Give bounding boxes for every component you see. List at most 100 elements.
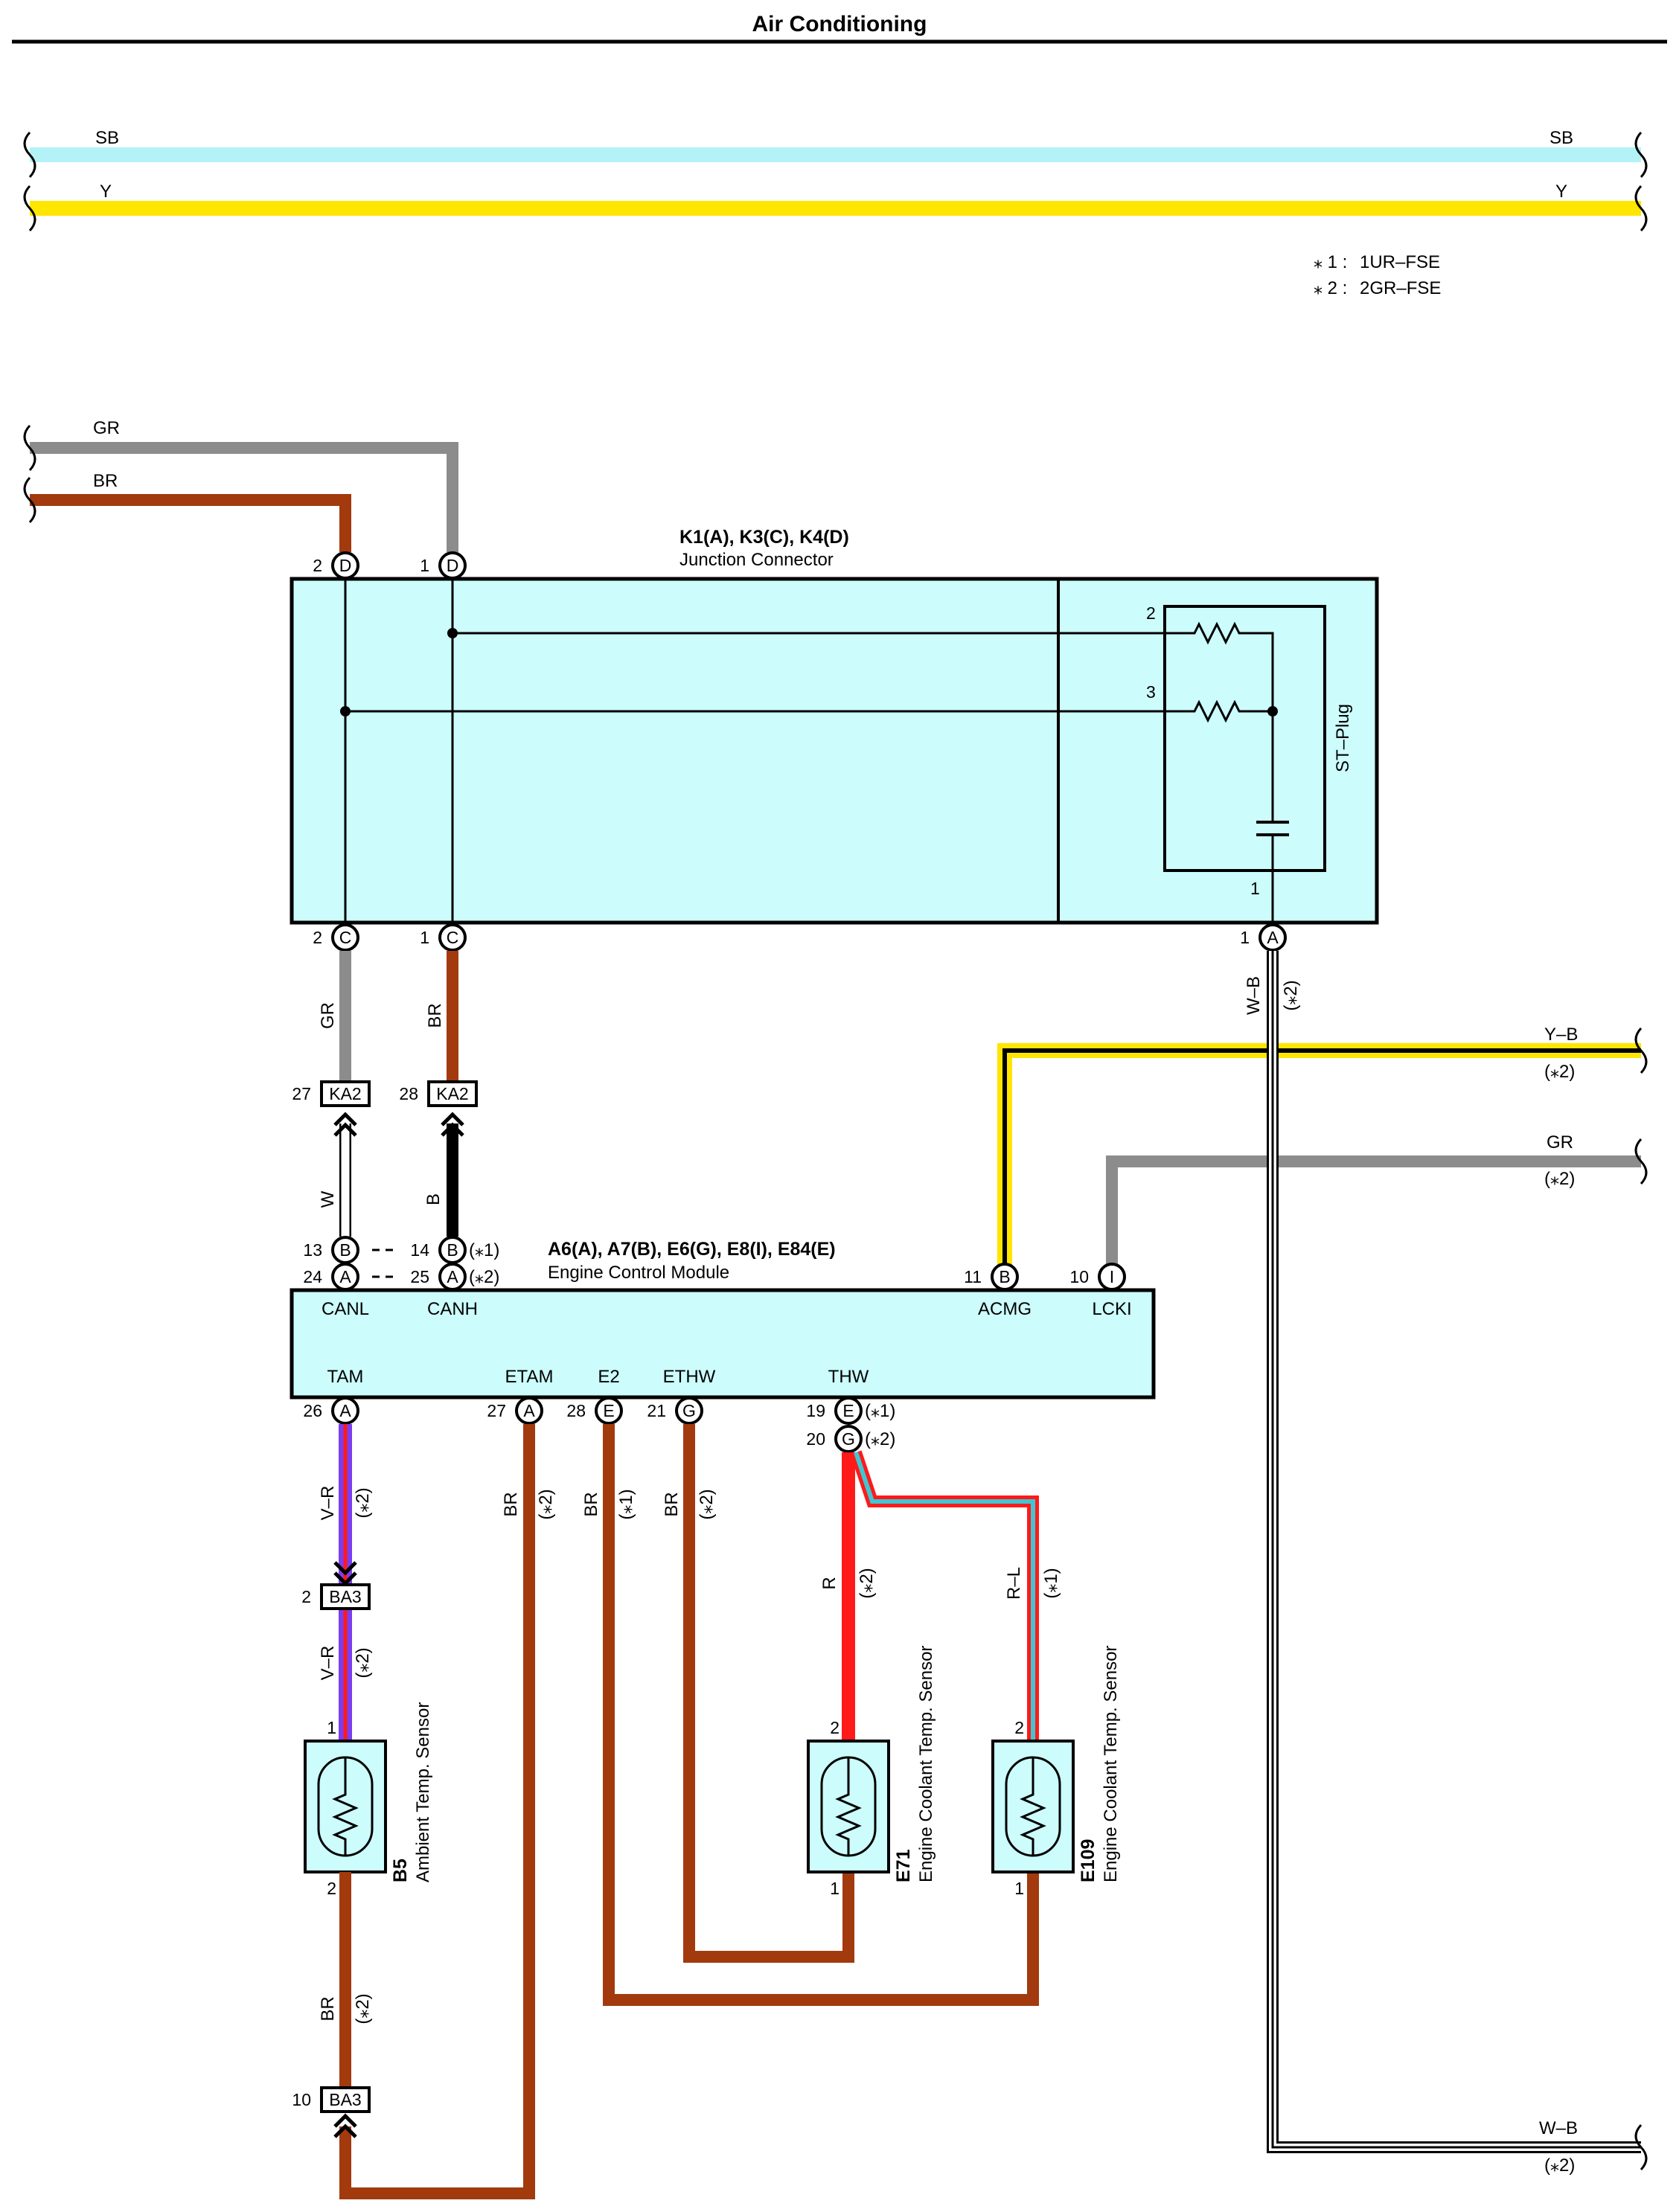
wire-label-rl: R–L <box>1004 1567 1024 1600</box>
wire-y-b-acmg: Y–B (⁎2) <box>997 1025 1648 1265</box>
svg-text:20: 20 <box>806 1429 825 1449</box>
svg-text:I: I <box>1110 1267 1114 1286</box>
ka2-connector-right: KA2 28 <box>399 1080 478 1107</box>
svg-text:19: 19 <box>806 1401 825 1420</box>
svg-text:E: E <box>842 1401 854 1420</box>
svg-text:B: B <box>999 1267 1010 1286</box>
wb-vertical-code: W–B <box>1244 976 1264 1015</box>
wire-br-e2-e109: BR (⁎1) <box>581 1424 1039 2006</box>
svg-text:27: 27 <box>487 1401 506 1420</box>
wire-label-br-e2-note: (⁎1) <box>616 1489 636 1519</box>
ba3-lower-pin: 10 <box>292 2090 311 2109</box>
svg-text:(⁎1): (⁎1) <box>865 1401 895 1421</box>
engine-control-module: A6(A), A7(B), E6(G), E8(I), E84(E) Engin… <box>290 1236 1156 1453</box>
svg-text:A: A <box>1267 928 1279 947</box>
wire-label-rl-note: (⁎1) <box>1041 1568 1061 1598</box>
sensor-e71-pin-top: 2 <box>830 1718 840 1737</box>
svg-text:21: 21 <box>647 1401 666 1420</box>
ba3-connector-upper: BA3 2 <box>301 1583 371 1610</box>
wire-gr-lcki: GR (⁎2) <box>1106 1132 1648 1265</box>
bus-wire-y-left-label: Y <box>100 182 112 202</box>
svg-text:D: D <box>447 556 459 575</box>
sensor-e71-name: Engine Coolant Temp. Sensor <box>916 1646 936 1882</box>
sensor-b5-name: Ambient Temp. Sensor <box>413 1702 433 1882</box>
wire-label-br-ethw: BR <box>662 1492 682 1516</box>
ecm-name: A6(A), A7(B), E6(G), E8(I), E84(E) <box>548 1239 836 1260</box>
svg-text:E: E <box>603 1401 614 1420</box>
junction-pin-d2-number: 2 <box>313 556 322 575</box>
note-2-text: 2GR–FSE <box>1360 278 1441 298</box>
wire-label-br-b5-note: (⁎2) <box>353 1993 373 2024</box>
junction-pin-d2: D 2 <box>313 551 359 580</box>
ecm-terminal-canl: CANL <box>322 1299 369 1319</box>
sensor-b5-ambient: 1 2 B5 Ambient Temp. Sensor <box>304 1702 433 1898</box>
ecm-pin-etam: A 27 <box>487 1397 543 1425</box>
ecm-pin-acmg: B 11 <box>964 1263 1019 1291</box>
ecm-pin-canl-24: A 24 <box>303 1263 359 1291</box>
sensor-e71-code: E71 <box>893 1849 914 1882</box>
bus-wire-sb-right-label: SB <box>1550 128 1573 148</box>
ecm-pin-lcki: I 10 <box>1069 1263 1126 1291</box>
wire-label-vr-upper: V–R <box>318 1486 338 1521</box>
wire-r-l-thw-e109: R–L (⁎1) <box>850 1450 1061 1741</box>
ecm-pin-dashes <box>372 1248 393 1278</box>
sensor-e71-pin-bottom: 1 <box>830 1879 840 1898</box>
ecm-terminal-e2: E2 <box>598 1367 619 1387</box>
sensor-b5-code: B5 <box>390 1859 411 1882</box>
ecm-terminal-acmg: ACMG <box>978 1299 1032 1319</box>
sensor-e109-code: E109 <box>1078 1839 1098 1882</box>
incoming-gr-wire: GR <box>23 418 458 552</box>
svg-text:(⁎1): (⁎1) <box>469 1240 499 1260</box>
st-plug-label: ST–Plug <box>1333 704 1353 772</box>
note-2-mark: ⁎ 2 : <box>1314 278 1347 298</box>
junction-pin-d1-number: 1 <box>420 556 429 575</box>
junction-pin-c1-number: 1 <box>420 928 429 947</box>
right-wire-wb-code: W–B <box>1539 2118 1578 2138</box>
svg-text:C: C <box>339 928 352 947</box>
sensor-e71-coolant: 2 1 E71 Engine Coolant Temp. Sensor <box>807 1646 936 1898</box>
wire-w-b-ground: W–B (⁎2) W–B (⁎2) <box>1244 951 1648 2176</box>
note-1-text: 1UR–FSE <box>1360 252 1440 272</box>
wire-v-r-tam: V–R (⁎2) V–R (⁎2) <box>318 1424 373 1741</box>
ecm-pin-e2: E 28 <box>566 1397 623 1425</box>
junction-pin-c2-number: 2 <box>313 928 322 947</box>
ka2-connector-left: KA2 27 <box>292 1080 371 1107</box>
sensor-e109-coolant: 2 1 E109 Engine Coolant Temp. Sensor <box>991 1646 1121 1898</box>
ba3-connector-lower: BA3 10 <box>292 2086 371 2113</box>
svg-text:14: 14 <box>410 1240 429 1260</box>
junction-pin-c2: C 2 <box>313 923 359 952</box>
bus-wire-y: Y Y <box>23 182 1648 232</box>
svg-text:B: B <box>447 1240 458 1260</box>
svg-text:B: B <box>339 1240 351 1260</box>
svg-text:A: A <box>339 1401 351 1420</box>
svg-text:24: 24 <box>303 1267 322 1286</box>
ecm-pin-thw-19: E 19 (⁎1) <box>806 1397 895 1425</box>
svg-text:10: 10 <box>1069 1267 1089 1286</box>
svg-text:(⁎2): (⁎2) <box>865 1429 895 1449</box>
ecm-pin-ethw: G 21 <box>647 1397 703 1425</box>
wire-br-b5-etam: BR (⁎2) BR (⁎2) <box>318 1424 556 2199</box>
svg-text:26: 26 <box>303 1401 322 1420</box>
junction-pin-c1: C 1 <box>420 923 467 952</box>
ecm-pin-tam: A 26 <box>303 1397 359 1425</box>
right-wire-gr-note: (⁎2) <box>1544 1169 1575 1189</box>
sensor-e109-pin-top: 2 <box>1014 1718 1024 1737</box>
ecm-pin-canh-14: B 14 (⁎1) <box>410 1236 499 1264</box>
wire-label-br-e2: BR <box>581 1492 601 1516</box>
wire-label-b: B <box>423 1193 444 1205</box>
wire-br-ethw-e71: BR (⁎2) <box>662 1424 854 1963</box>
config-notes: ⁎ 1 : 1UR–FSE ⁎ 2 : 2GR–FSE <box>1314 252 1441 298</box>
ka2-right-pin: 28 <box>399 1084 418 1103</box>
svg-text:BA3: BA3 <box>329 1587 361 1606</box>
right-wire-yb-note: (⁎2) <box>1544 1062 1575 1082</box>
ecm-terminal-etam: ETAM <box>505 1367 554 1387</box>
st-plug-pin-2: 2 <box>1146 603 1156 623</box>
wire-label-w: W <box>318 1190 338 1208</box>
svg-text:A: A <box>447 1267 458 1286</box>
ecm-terminal-ethw: ETHW <box>663 1367 716 1387</box>
svg-text:(⁎2): (⁎2) <box>469 1267 499 1287</box>
svg-text:A: A <box>523 1401 535 1420</box>
junction-connector: K1(A), K3(C), K4(D) Junction Connector S… <box>290 527 1379 952</box>
st-plug-pin-1: 1 <box>1250 879 1260 898</box>
wb-vertical-note: (⁎2) <box>1281 980 1301 1010</box>
